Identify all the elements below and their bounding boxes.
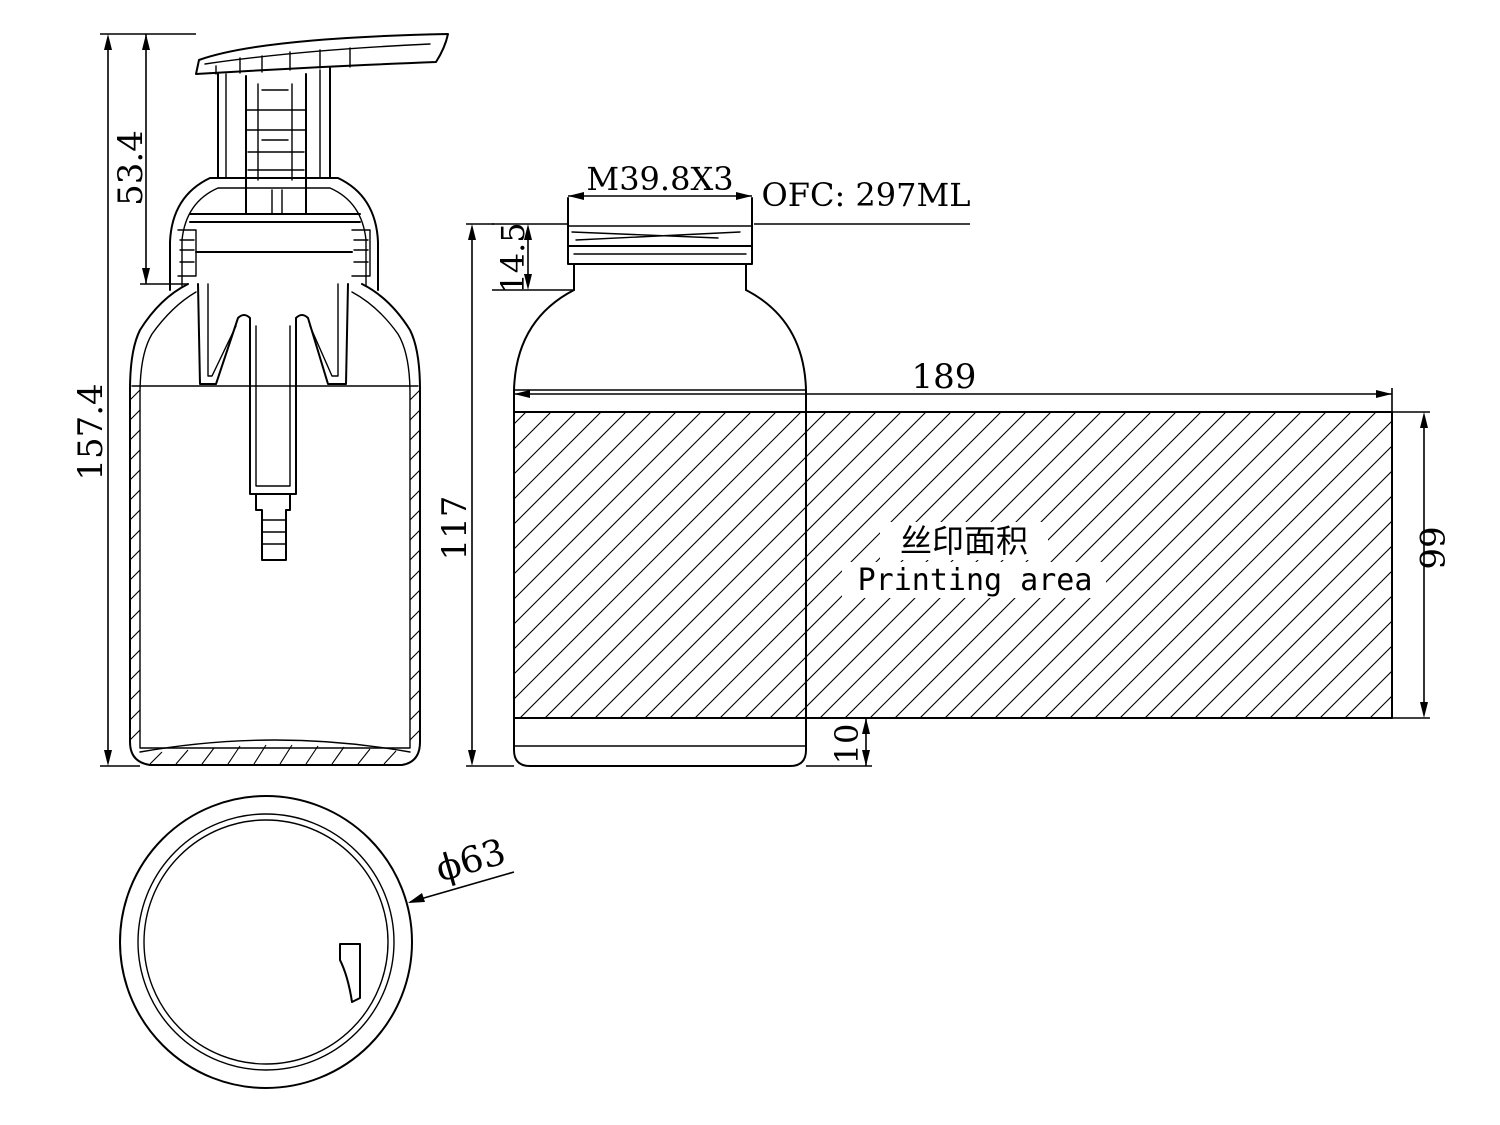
bottle-height-label: 117 <box>435 496 475 561</box>
bottle-bottom-view: ϕ63 <box>119 795 515 1089</box>
bottom-offset-label: 10 <box>828 724 866 765</box>
label-height-label: 66 <box>1411 526 1451 569</box>
printing-area-rect <box>513 411 1393 719</box>
label-width-label: 189 <box>912 357 977 397</box>
diameter-label: ϕ63 <box>431 832 510 891</box>
bottle-elevation-view: 丝印面积 Printing area M39.8X3 OFC: 297ML 14… <box>435 160 1451 767</box>
capacity-label: OFC: 297ML <box>762 176 971 214</box>
total-height-label: 157.4 <box>71 383 111 480</box>
thread-label: M39.8X3 <box>586 160 733 198</box>
pump-bottle-section-view: 157.4 53.4 <box>71 33 449 767</box>
pump-height-label: 53.4 <box>111 130 151 206</box>
printing-area-label-en: Printing area <box>858 563 1093 598</box>
wall-hatch <box>129 389 421 765</box>
printing-area-label-cn: 丝印面积 <box>900 522 1028 560</box>
neck-height-label: 14.5 <box>494 222 532 293</box>
